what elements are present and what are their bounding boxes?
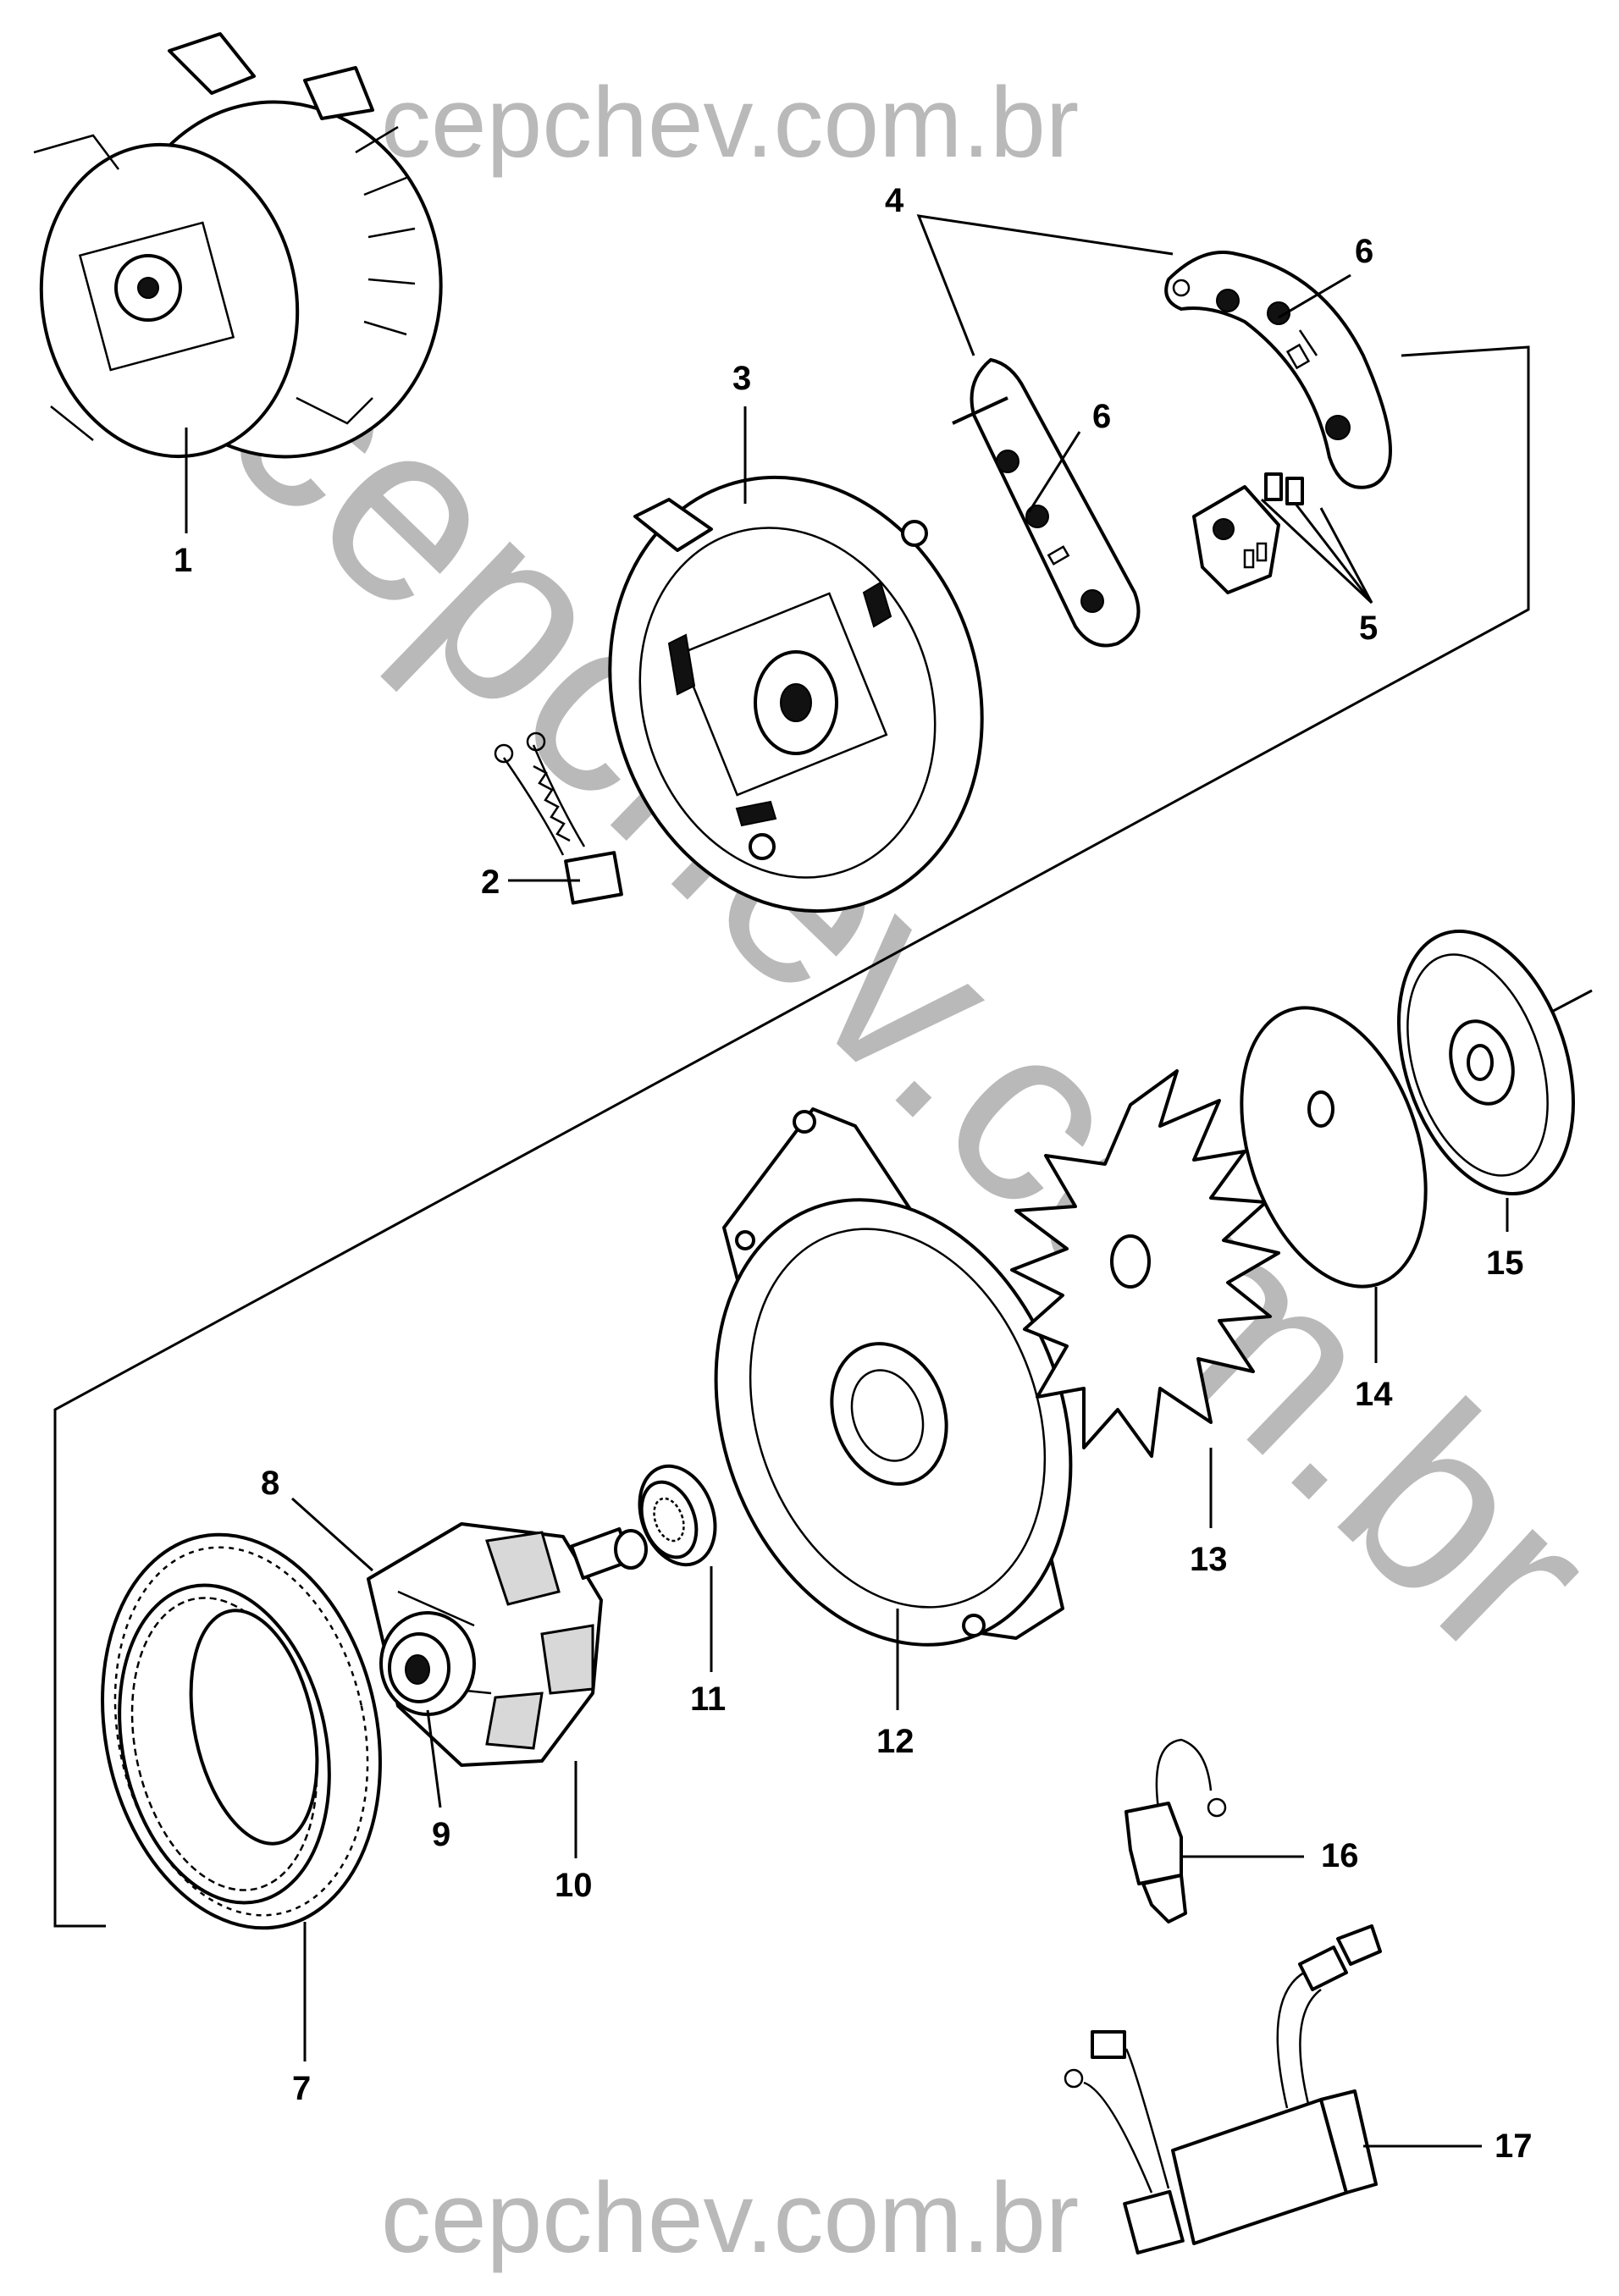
part-rotor xyxy=(367,1522,648,1767)
callout-9: 9 xyxy=(432,1816,450,1853)
callout-17: 17 xyxy=(1495,2128,1533,2165)
callout-6b: 6 xyxy=(1355,233,1373,270)
callout-7: 7 xyxy=(292,2070,311,2107)
callout-4: 4 xyxy=(885,182,904,219)
watermark-bottom: cepchev.com.br xyxy=(381,2162,1079,2274)
callout-13: 13 xyxy=(1190,1541,1228,1578)
part-fan xyxy=(1010,1069,1280,1458)
callout-labels: 1 2 3 4 5 6 6 7 8 9 10 11 12 13 14 15 16… xyxy=(174,182,1533,2165)
part-stator xyxy=(101,1532,382,1930)
part-brush xyxy=(494,731,623,905)
callout-16: 16 xyxy=(1321,1837,1359,1874)
part-diode-plate-right xyxy=(1164,251,1392,489)
callout-15: 15 xyxy=(1486,1245,1524,1282)
part-capacitor xyxy=(1124,1738,1227,1923)
part-spacer-plate xyxy=(1240,1006,1428,1289)
part-bearing xyxy=(638,1464,717,1567)
callout-14: 14 xyxy=(1355,1376,1393,1413)
part-alternator-assembly xyxy=(33,32,443,459)
part-pulley xyxy=(1397,930,1575,1195)
part-voltage-regulator xyxy=(1064,1924,1382,2255)
callout-6a: 6 xyxy=(1092,398,1111,435)
part-terminal-block xyxy=(1192,472,1304,594)
callout-2: 2 xyxy=(481,864,500,901)
part-diode-plate-left xyxy=(952,358,1141,648)
callout-12: 12 xyxy=(876,1723,914,1760)
part-front-housing xyxy=(714,1107,1073,1647)
callout-11: 11 xyxy=(690,1681,726,1718)
callout-10: 10 xyxy=(555,1867,593,1904)
callout-5: 5 xyxy=(1359,610,1378,647)
watermark-top: cepchev.com.br xyxy=(381,67,1079,179)
leader-lines xyxy=(185,214,1509,2148)
part-rear-housing xyxy=(608,475,984,913)
callout-3: 3 xyxy=(732,360,751,397)
callout-1: 1 xyxy=(174,542,192,579)
callout-8: 8 xyxy=(261,1465,279,1502)
